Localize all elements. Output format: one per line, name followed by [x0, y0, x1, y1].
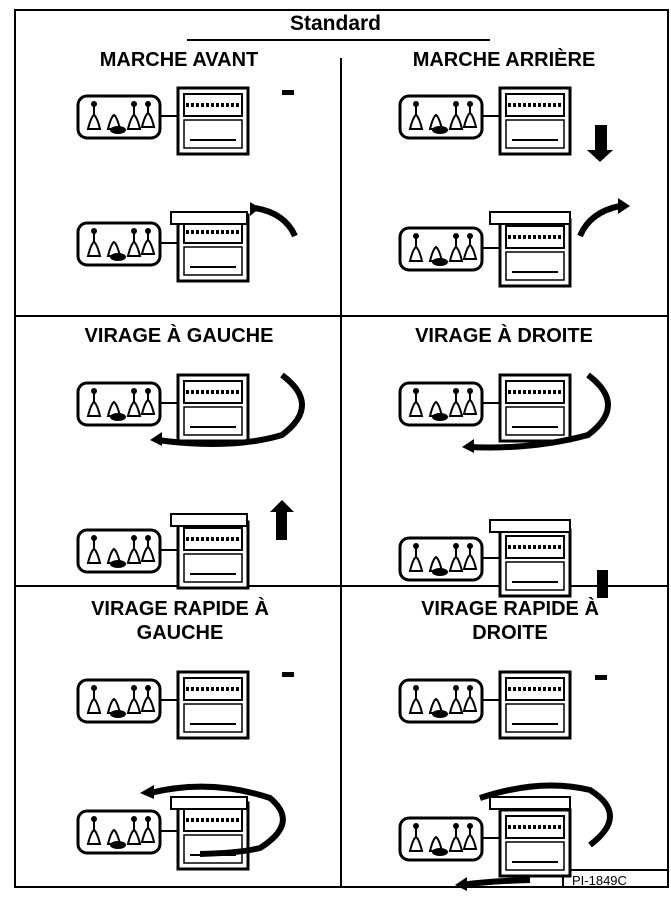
unit-left-top [78, 375, 248, 441]
unit-reverse-top [400, 88, 570, 154]
heading-left-turn: VIRAGE À GAUCHE [84, 325, 274, 347]
heading-reverse: MARCHE ARRIÈRE [412, 49, 596, 71]
reference-code: PI-1849C [572, 873, 627, 888]
unit-reverse-bottom [400, 220, 570, 286]
diagram-title: Standard [289, 12, 381, 35]
heading-fast-right-turn: VIRAGE RAPIDE À DROITE [421, 598, 599, 644]
unit-fast-left-bottom [78, 803, 248, 869]
unit-left-bottom [78, 522, 248, 588]
heading-right-turn: VIRAGE À DROITE [415, 325, 593, 347]
unit-right-top [400, 375, 570, 441]
unit-forward-top [78, 88, 248, 154]
heading-fast-left-turn: VIRAGE RAPIDE À GAUCHE [91, 598, 269, 644]
unit-fast-right-bottom [400, 810, 570, 876]
unit-fast-right-top [400, 672, 570, 738]
heading-forward: MARCHE AVANT [99, 49, 259, 71]
unit-fast-left-top [78, 672, 248, 738]
